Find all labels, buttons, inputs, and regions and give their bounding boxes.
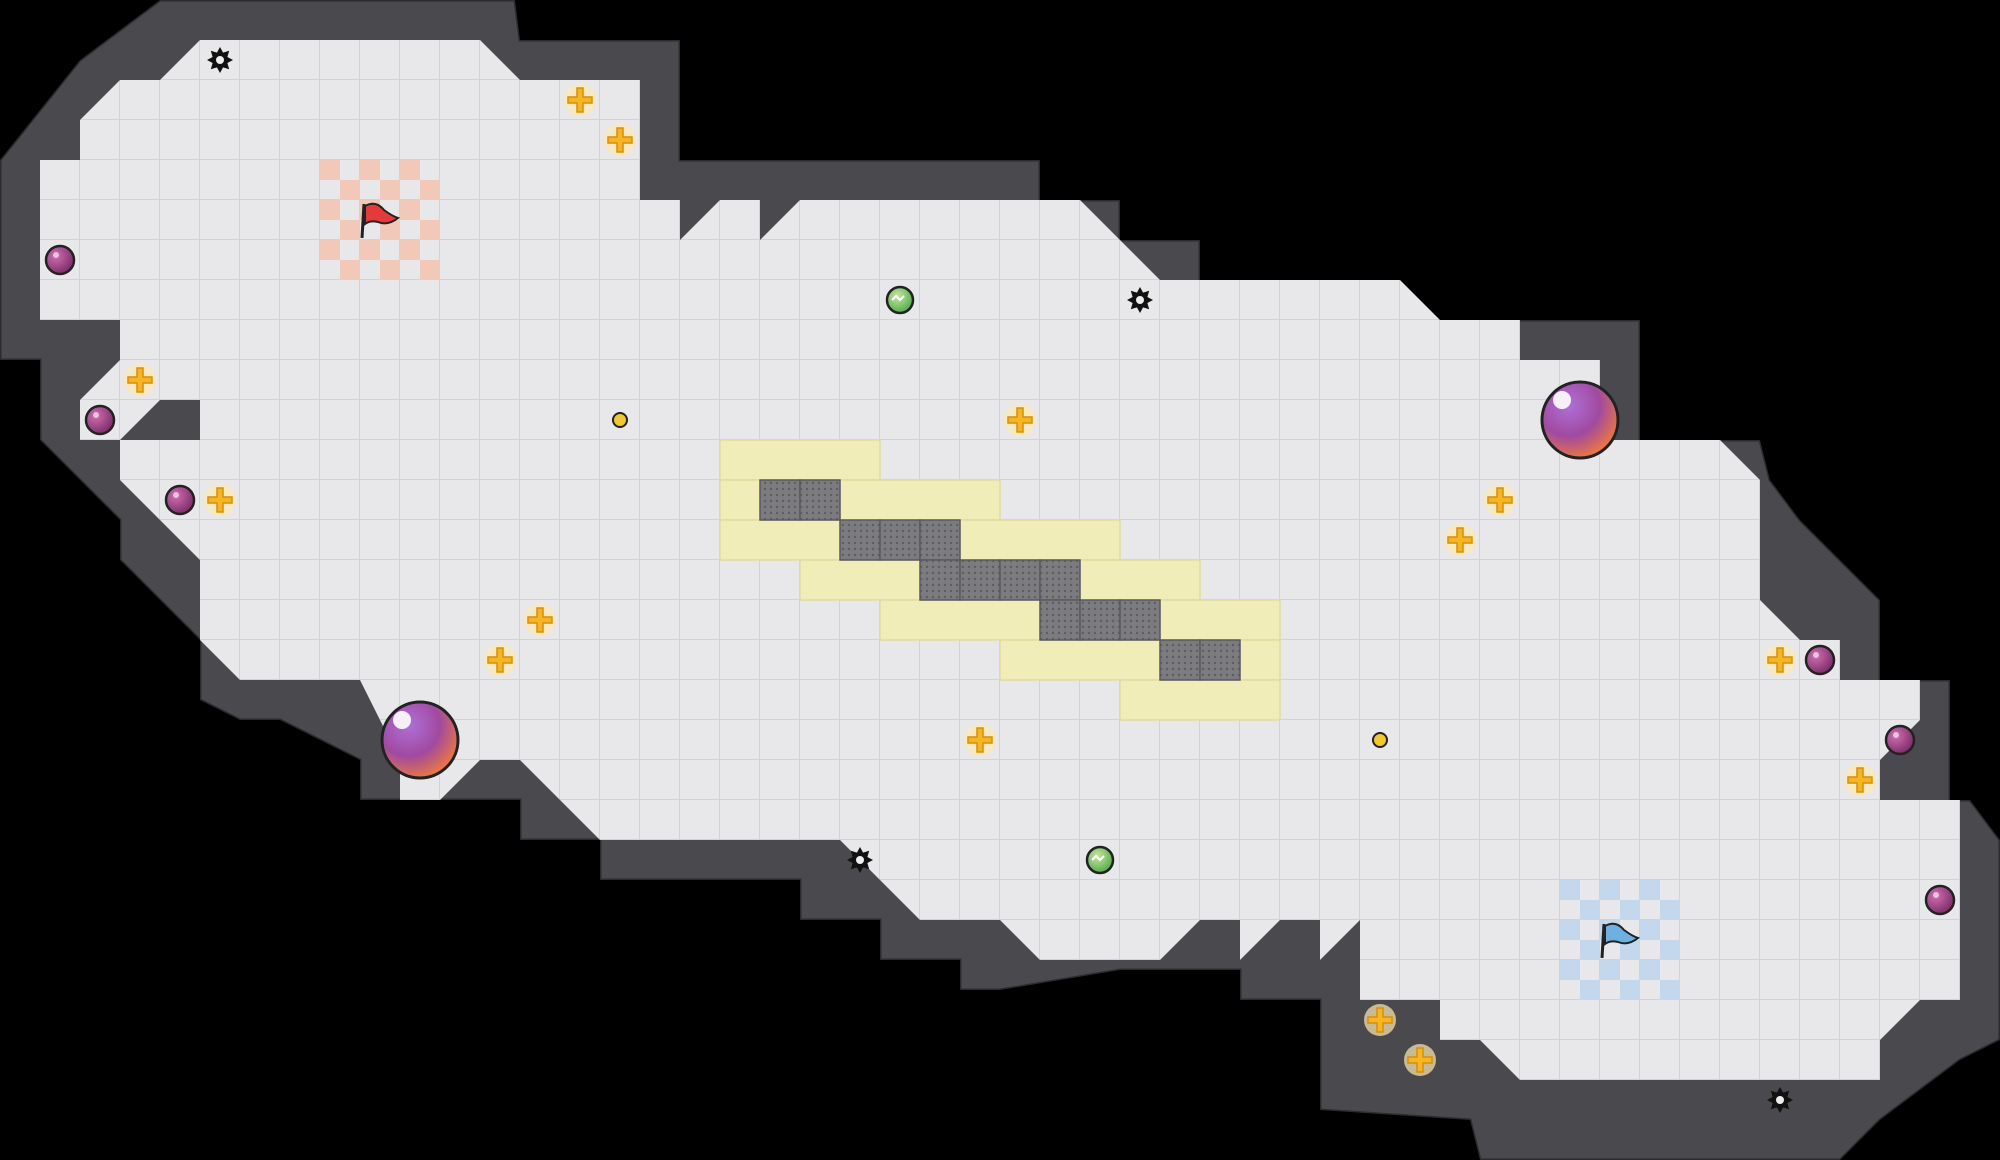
- endzone-tile: [360, 160, 380, 180]
- portal[interactable]: [1540, 380, 1620, 460]
- gate-tile: [799, 479, 841, 521]
- endzone-tile: [1560, 920, 1580, 940]
- gate-tile: [879, 519, 921, 561]
- endzone-tile: [380, 260, 400, 280]
- spike-icon: [847, 847, 873, 873]
- gate-tile: [999, 559, 1041, 601]
- spikes: [207, 47, 1793, 1113]
- endzone-tile: [1640, 960, 1660, 980]
- endzone-tile: [360, 240, 380, 260]
- boost-icon: [484, 644, 516, 676]
- powerup-icon[interactable]: [885, 285, 915, 315]
- gate-tile: [959, 559, 1001, 601]
- spike-icon: [207, 47, 233, 73]
- boost-icon: [1764, 644, 1796, 676]
- gate-tile: [1199, 639, 1241, 681]
- endzone-tile: [1660, 940, 1680, 960]
- red-flag-icon[interactable]: [360, 202, 401, 239]
- boost-icon: [204, 484, 236, 516]
- endzone-tile: [1600, 960, 1620, 980]
- endzone-tile: [1620, 980, 1640, 1000]
- endzone-tile: [1600, 880, 1620, 900]
- boost-icon: [964, 724, 996, 756]
- endzone-tile: [420, 260, 440, 280]
- gate-tile: [1119, 599, 1161, 641]
- endzone-tile: [400, 200, 420, 220]
- endzone-tile: [320, 200, 340, 220]
- button-icon[interactable]: [612, 412, 628, 428]
- bomb-icon: [164, 484, 196, 516]
- bomb-icon: [44, 244, 76, 276]
- endzone-tile: [1580, 980, 1600, 1000]
- endzone-tile: [1660, 900, 1680, 920]
- boost-icon: [124, 364, 156, 396]
- boost-icon: [564, 84, 596, 116]
- gate-tile: [1159, 639, 1201, 681]
- endzone-tile: [320, 240, 340, 260]
- endzone-tile: [420, 220, 440, 240]
- endzone-tile: [1620, 940, 1640, 960]
- gate-tile: [1079, 599, 1121, 641]
- boost-pads: [124, 84, 1876, 1076]
- boost-icon: [1484, 484, 1516, 516]
- bombs: [44, 244, 1956, 916]
- gate-tiles: [759, 479, 1241, 681]
- endzone-tile: [1640, 920, 1660, 940]
- endzone-tile: [1620, 900, 1640, 920]
- endzone-tile: [1580, 900, 1600, 920]
- gate-tile: [839, 519, 881, 561]
- bomb-icon: [1884, 724, 1916, 756]
- spike-icon: [1127, 287, 1153, 313]
- bomb-icon: [1804, 644, 1836, 676]
- bomb-icon: [84, 404, 116, 436]
- gate-tile: [919, 559, 961, 601]
- gate-tile: [759, 479, 801, 521]
- gate-tile: [919, 519, 961, 561]
- endzone-tile: [1660, 980, 1680, 1000]
- gate-tile: [1039, 599, 1081, 641]
- endzone-tile: [1560, 880, 1580, 900]
- powerup-icon[interactable]: [1085, 845, 1115, 875]
- boost-icon: [604, 124, 636, 156]
- boost-icon: [524, 604, 556, 636]
- button-icon[interactable]: [1372, 732, 1388, 748]
- endzone-tile: [400, 160, 420, 180]
- endzone-tile: [340, 260, 360, 280]
- boost-icon: [1444, 524, 1476, 556]
- boost-icon: [1404, 1044, 1436, 1076]
- buttons: [612, 412, 1388, 748]
- endzone-tile: [1580, 940, 1600, 960]
- endzone-tile: [340, 180, 360, 200]
- gate-tile: [1039, 559, 1081, 601]
- blue-flag-icon[interactable]: [1600, 922, 1641, 959]
- endzone-tile: [380, 220, 400, 240]
- boost-icon: [1364, 1004, 1396, 1036]
- spike-icon: [1767, 1087, 1793, 1113]
- endzone-tile: [320, 160, 340, 180]
- boost-icon: [1004, 404, 1036, 436]
- portal[interactable]: [380, 700, 460, 780]
- endzone-tile: [380, 180, 400, 200]
- endzone-tile: [1640, 880, 1660, 900]
- endzone-tile: [340, 220, 360, 240]
- bomb-icon: [1924, 884, 1956, 916]
- endzone-tile: [420, 180, 440, 200]
- boost-icon: [1844, 764, 1876, 796]
- endzone-tile: [1560, 960, 1580, 980]
- endzone-tile: [400, 240, 420, 260]
